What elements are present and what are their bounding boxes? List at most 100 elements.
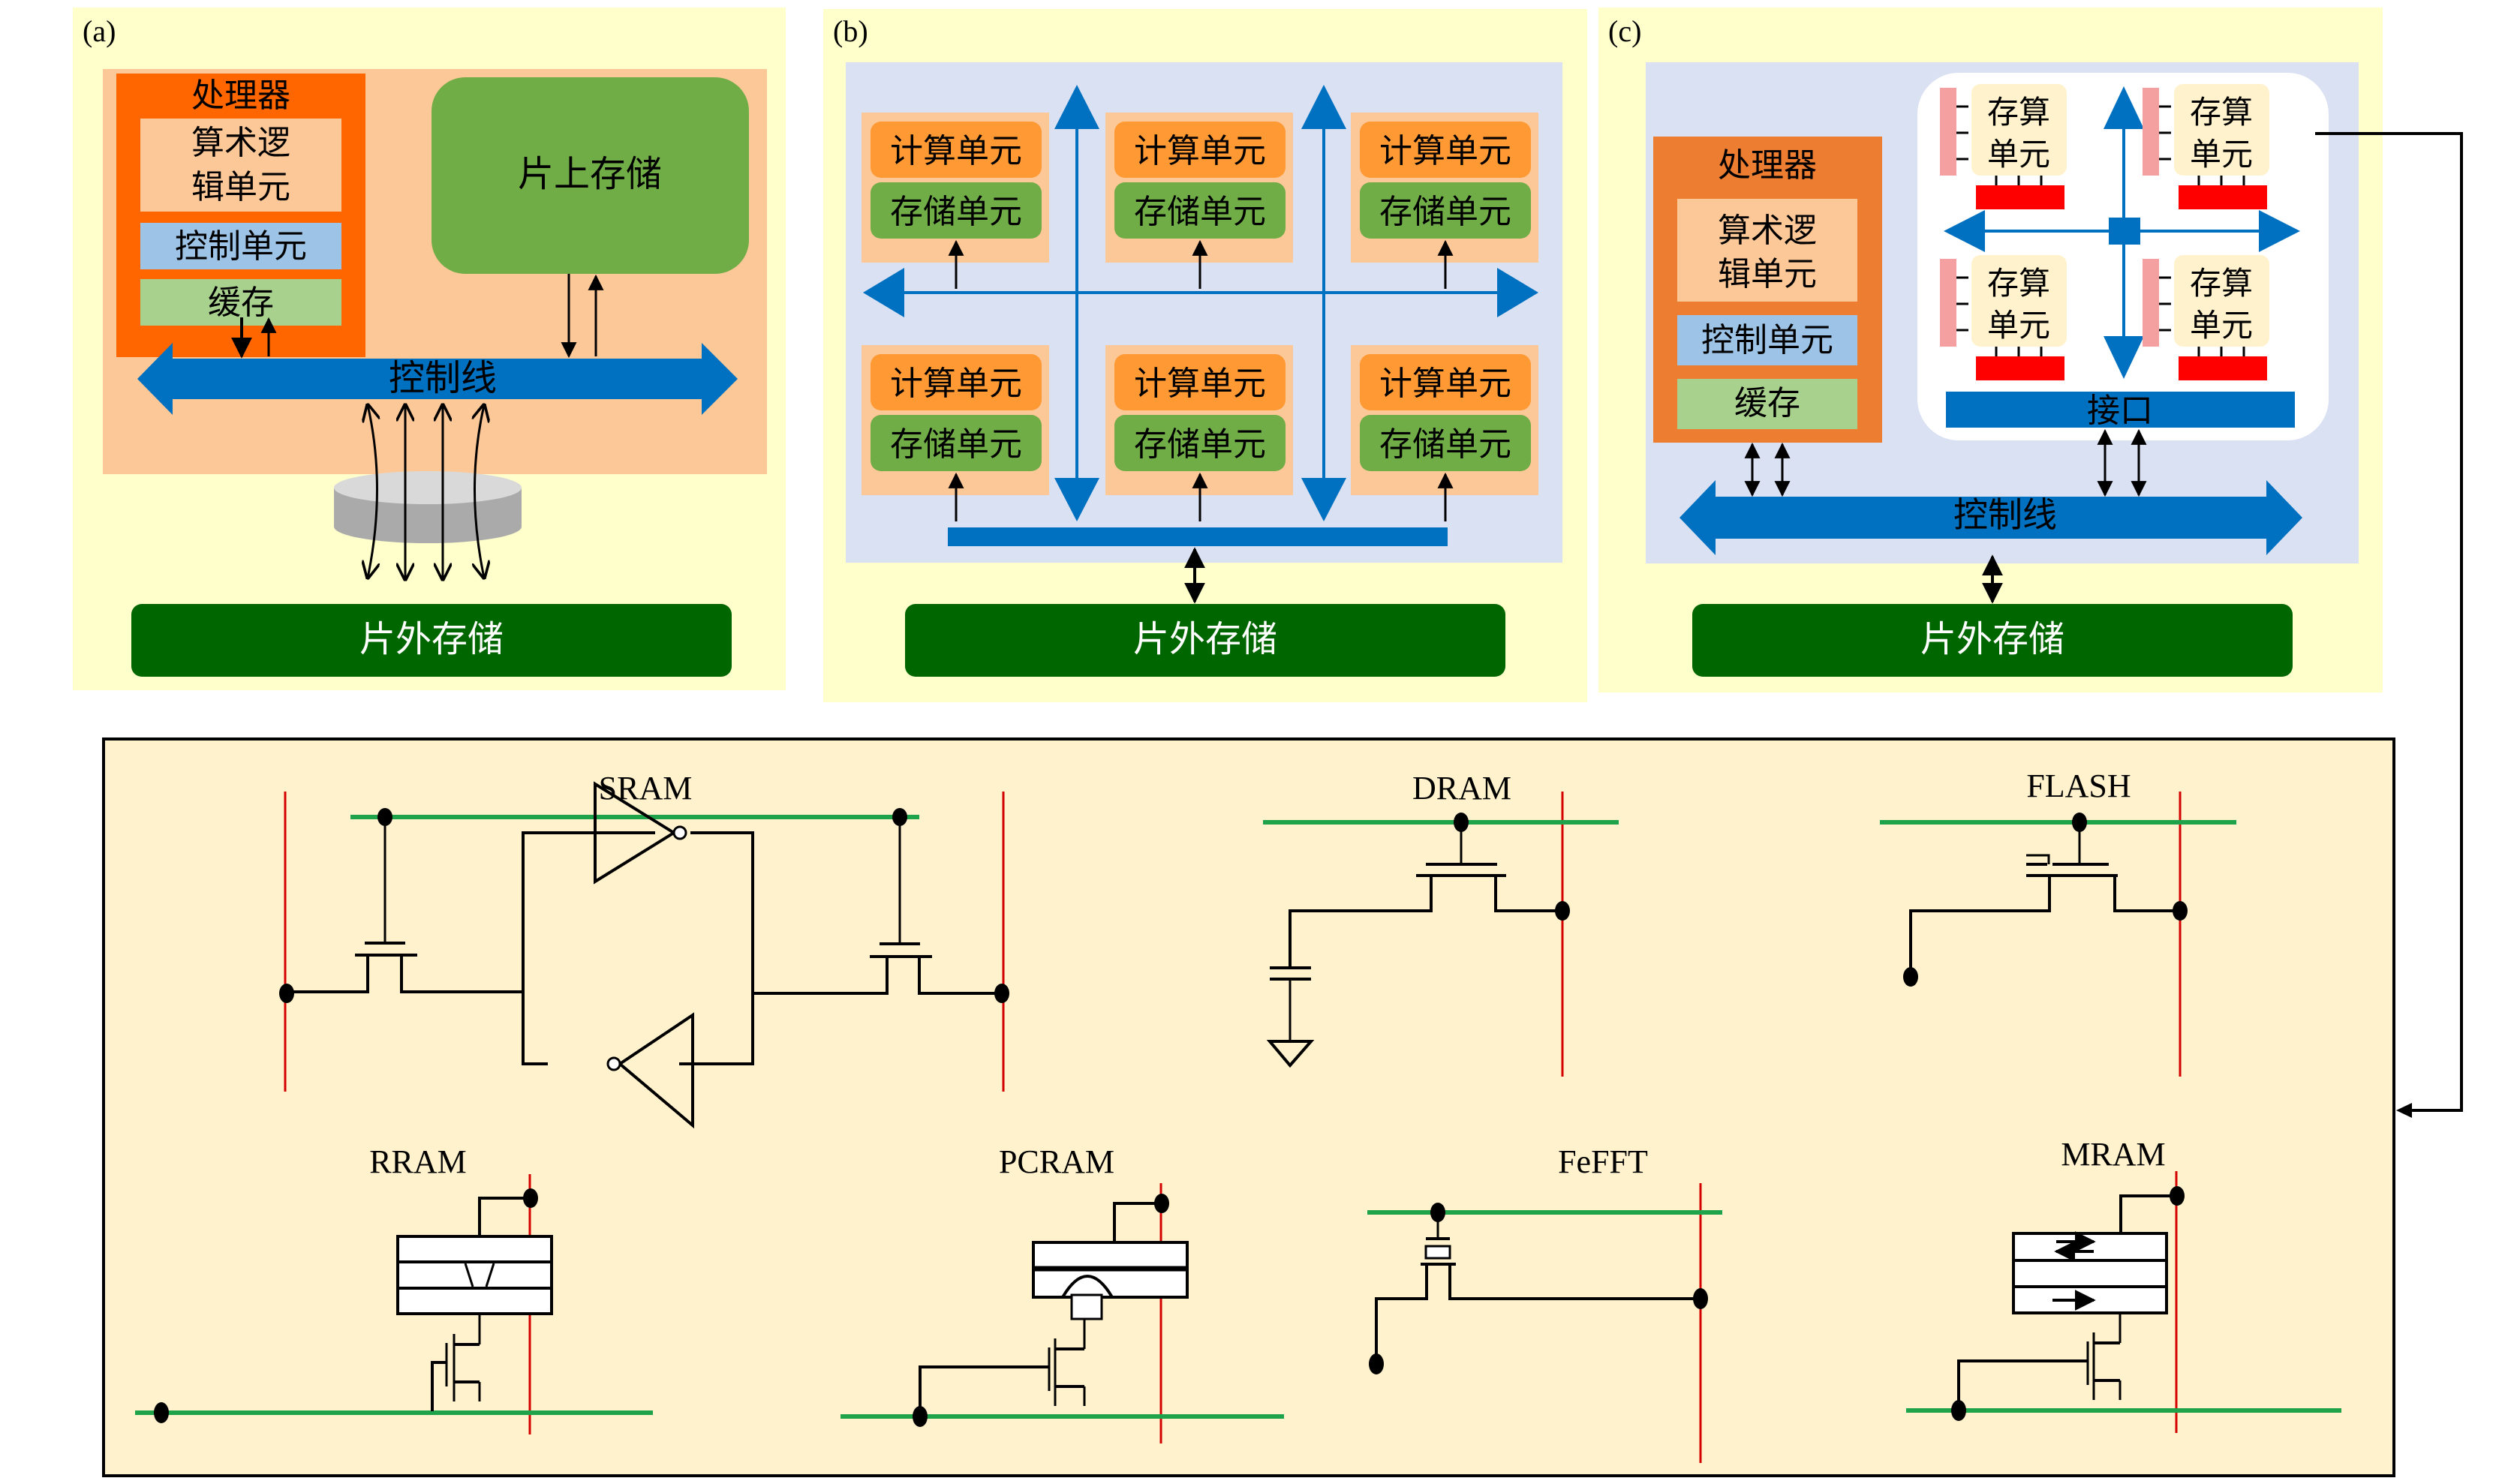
sram-label: SRAM [599, 770, 693, 807]
device-panel: SRAM [102, 737, 2395, 1477]
off-chip-memory-label: 片外存储 [1133, 618, 1277, 660]
cim-unit-box [1971, 255, 2067, 347]
router-node [2109, 218, 2140, 245]
control-bus-label: 控制线 [1953, 494, 2057, 535]
mesh-network [863, 85, 1538, 521]
memory-unit-box [1114, 182, 1286, 239]
alu-box [1677, 199, 1857, 302]
fefft-label: FeFFT [1558, 1143, 1648, 1180]
device-link-connector [2315, 132, 2463, 1112]
memory-unit-label: 存储单元 [890, 193, 1022, 231]
processor-title: 处理器 [191, 77, 290, 115]
memory-unit-label: 存储单元 [1379, 425, 1511, 464]
panel-c-label: (c) [1608, 14, 1641, 48]
cim-unit-label-line2: 单元 [2190, 136, 2253, 173]
control-unit-box [140, 223, 341, 269]
compute-unit-label: 计算单元 [1134, 365, 1266, 403]
device-panel-background [102, 737, 2395, 1477]
interface-label: 接口 [2087, 392, 2153, 430]
memory-unit-box [1360, 182, 1531, 239]
memory-unit-label: 存储单元 [1379, 193, 1511, 231]
compute-unit-box [1360, 354, 1531, 410]
cim-unit-label-line1: 存算 [1987, 265, 2050, 302]
column-driver [1976, 185, 2064, 209]
panel-b: (b) 计算单元存储单元计算单元存储单元计算单元存储单元计算单元存储单元计算单元… [823, 9, 1587, 702]
cache-box [1677, 379, 1857, 429]
cim-unit-box [2174, 84, 2269, 176]
dram-label: DRAM [1412, 770, 1511, 807]
off-chip-memory-label: 片外存储 [1920, 618, 2064, 660]
control-unit-label: 控制单元 [1701, 321, 1833, 359]
disk-icon [334, 471, 522, 543]
mram-label: MRAM [2061, 1136, 2165, 1173]
control-bus-arrow [137, 343, 738, 415]
rram-stack [396, 1235, 553, 1315]
inverter-bottom [617, 1012, 694, 1129]
cache-label: 缓存 [1734, 384, 1800, 422]
off-chip-memory-box [131, 604, 732, 677]
flash-label: FLASH [2026, 768, 2131, 804]
alu-label-line1: 算术逻 [1718, 212, 1817, 250]
rram-cell: RRAM [135, 1143, 653, 1434]
cim-unit-box [2174, 255, 2269, 347]
pcram-cell: PCRAM [841, 1143, 1284, 1443]
sram-cell: SRAM [279, 770, 1009, 1129]
processor-block: 处理器 算术逻 辑单元 控制单元 缓存 [1653, 137, 1882, 443]
memory-unit-box [1360, 415, 1531, 471]
cim-unit-label-line2: 单元 [2190, 307, 2253, 344]
memory-unit-box [871, 415, 1042, 471]
compute-unit-label: 计算单元 [1379, 132, 1511, 170]
control-bus-label: 控制线 [389, 357, 497, 399]
compute-unit-box [871, 122, 1042, 178]
cim-unit-label-line2: 单元 [1987, 136, 2050, 173]
pcram-label: PCRAM [999, 1143, 1114, 1180]
row-driver [1940, 259, 1956, 347]
control-unit-box [1677, 315, 1857, 365]
off-chip-memory-box [1692, 604, 2293, 677]
memory-unit-label: 存储单元 [890, 425, 1022, 464]
bus-offchip-link-4 [475, 405, 485, 578]
on-chip-memory-label: 片上存储 [518, 153, 662, 195]
ground-icon [1266, 1040, 1315, 1068]
memory-unit-box [871, 182, 1042, 239]
device-link-arrowhead [2396, 1103, 2412, 1118]
processor-title: 处理器 [1718, 146, 1817, 185]
bus-offchip-link-1 [368, 405, 377, 578]
alu-label-line1: 算术逻 [191, 124, 290, 162]
row-driver [2143, 88, 2159, 176]
cache-label: 缓存 [208, 284, 274, 322]
fefft-cell: FeFFT [1367, 1143, 1722, 1463]
alu-box [140, 119, 341, 212]
compute-unit-label: 计算单元 [890, 132, 1022, 170]
cim-network [1944, 86, 2300, 379]
column-driver [2179, 185, 2267, 209]
flash-cell: FLASH [1880, 768, 2236, 1077]
compute-unit-box [1114, 354, 1286, 410]
mram-cell: MRAM [1906, 1136, 2341, 1433]
memory-unit-label: 存储单元 [1134, 193, 1266, 231]
panel-b-label: (b) [833, 14, 868, 48]
processor-block: 处理器 算术逻 辑单元 控制单元 缓存 [116, 74, 365, 357]
panel-a: (a) 处理器 算术逻 辑单元 控制单元 缓存 片上存储 控制线 [73, 8, 786, 690]
alu-label-line2: 辑单元 [191, 168, 290, 206]
column-driver [1976, 356, 2064, 380]
compute-unit-box [1360, 122, 1531, 178]
control-bus-arrow [1680, 480, 2302, 555]
rram-label: RRAM [369, 1143, 467, 1180]
cim-unit-label-line2: 单元 [1987, 307, 2050, 344]
control-unit-label: 控制单元 [175, 227, 307, 266]
memory-unit-label: 存储单元 [1134, 425, 1266, 464]
panel-a-label: (a) [83, 14, 116, 48]
memory-unit-box [1114, 415, 1286, 471]
column-driver [2179, 356, 2267, 380]
